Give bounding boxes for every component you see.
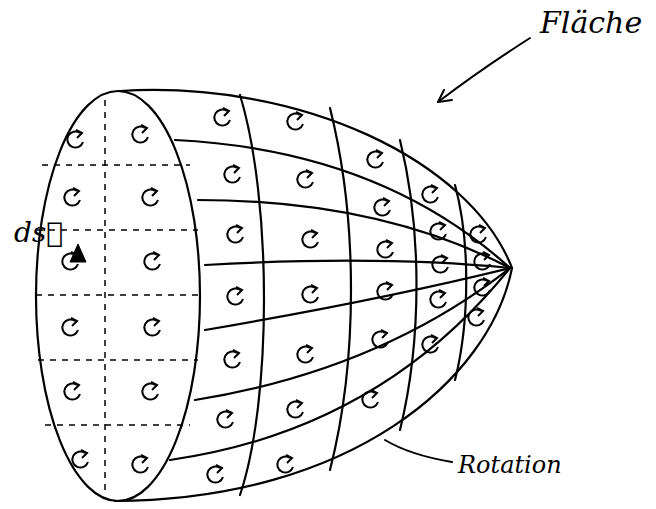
vector-label: ds⃗ xyxy=(14,218,63,249)
rotation-label: Rotation xyxy=(458,452,562,478)
surface-label: Fläche xyxy=(540,6,642,39)
